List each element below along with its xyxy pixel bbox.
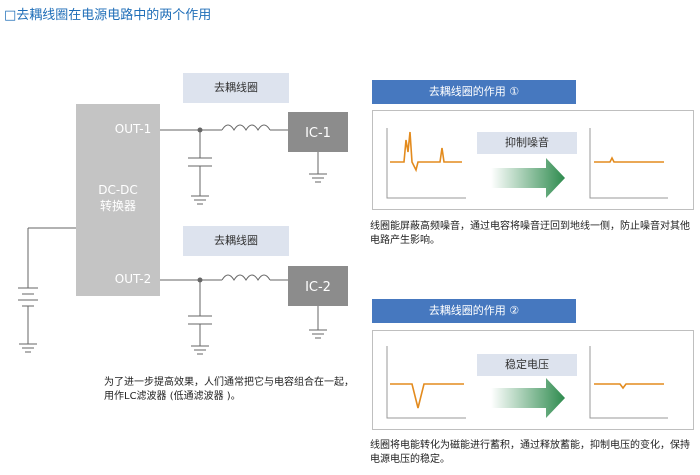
inductor-2 [221,274,271,281]
effect1-description: 线圈能屏蔽高频噪音，通过电容将噪音迂回到地线一侧，防止噪音对其他 电路产生影响。 [370,220,700,248]
effect2-desc-line1: 线圈将电能转化为磁能进行蓄积，通过释放蓄能，抑制电压的变化，保持 [370,440,690,451]
effect2-action-label: 稳定电压 [477,354,577,376]
coil-label-2: 去耦线圈 [183,226,289,256]
battery-source [18,227,76,353]
effect1-action-label: 抑制噪音 [477,132,577,154]
inductor-1 [221,124,271,131]
effect2-panel [372,330,694,430]
effect1-panel [372,110,694,210]
coil-label-1: 去耦线圈 [183,73,289,103]
page-title: □去耦线圈在电源电路中的两个作用 [4,8,212,23]
effect1-header: 去耦线圈的作用 ① [372,80,576,104]
ic2-block [288,266,348,306]
out2-label: OUT-2 [115,272,151,286]
ic1-label: IC-1 [305,126,331,141]
note-line1: 为了进一步提高效果，人们通常把它与电容组合在一起， [104,377,354,388]
lc-filter-note: 为了进一步提高效果，人们通常把它与电容组合在一起， 用作LC滤波器 (低通滤波器… [104,376,374,404]
effect1-desc-line2: 电路产生影响。 [370,235,440,246]
note-line2: 用作LC滤波器 (低通滤波器 )。 [104,391,241,402]
lc-filter-2 [160,274,327,355]
converter-label-line2: 转换器 [100,198,136,213]
ic1-block [288,112,348,152]
effect2-header: 去耦线圈的作用 ② [372,299,576,323]
converter-label-line1: DC-DC [98,183,138,197]
effect2-description: 线圈将电能转化为磁能进行蓄积，通过释放蓄能，抑制电压的变化，保持 电源电压的稳定… [370,439,700,467]
dcdc-converter-block [76,104,160,296]
ic2-label: IC-2 [305,280,331,295]
lc-filter-1 [160,124,327,205]
out1-label: OUT-1 [115,122,151,136]
effect2-desc-line2: 电源电压的稳定。 [370,454,450,465]
effect1-desc-line1: 线圈能屏蔽高频噪音，通过电容将噪音迂回到地线一侧，防止噪音对其他 [370,221,690,232]
